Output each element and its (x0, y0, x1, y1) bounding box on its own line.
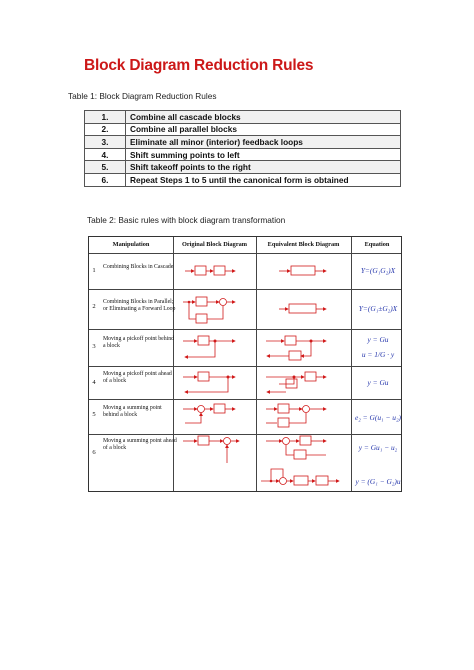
row-divider (89, 289, 401, 290)
table-row: 3.Eliminate all minor (interior) feedbac… (84, 135, 401, 149)
row-divider (89, 253, 401, 254)
rules-table: 1.Combine all cascade blocks 2.Combine a… (84, 110, 401, 187)
row-text: Combine all parallel blocks (125, 122, 401, 137)
row-divider (89, 434, 401, 435)
rule-description: Moving a summing point ahead of a block (103, 438, 177, 451)
equation-6a: y = Gu₁ − u₂ (358, 443, 398, 452)
row-text: Eliminate all minor (interior) feedback … (125, 135, 401, 149)
row-number: 6. (84, 172, 126, 187)
row-number: 5. (84, 160, 126, 174)
column-divider (173, 237, 174, 491)
equation-2: Y=(G₁±G₂)X (358, 304, 398, 313)
equation-3b: u = 1/G · y (361, 350, 395, 359)
rule-description: Combining Blocks in Parallel; or Elimina… (103, 299, 176, 312)
rule-number: 6 (92, 449, 96, 456)
equation-1: Y=(G₁G₂)X (360, 266, 396, 275)
rule-description: Combining Blocks in Cascade (103, 264, 174, 270)
row-number: 4. (84, 147, 126, 162)
row-divider (89, 329, 401, 330)
row-text: Combine all cascade blocks (125, 110, 401, 124)
equation-5: e₂ = G(u₁ − u₂) (354, 413, 401, 422)
equation-3a: y = Gu (367, 335, 389, 344)
column-divider (256, 237, 257, 491)
column-divider (351, 237, 352, 491)
transformation-table: Manipulation Original Block Diagram Equi… (88, 236, 402, 492)
row-number: 1. (84, 110, 126, 124)
table-row: 1.Combine all cascade blocks (84, 110, 401, 124)
row-number: 2. (84, 122, 126, 137)
equation-4: y = Gu (367, 378, 389, 387)
rule-number: 1 (92, 267, 96, 274)
header-manipulation: Manipulation (112, 241, 150, 248)
block-diagrams (183, 265, 340, 486)
header-equivalent-diagram: Equivalent Block Diagram (267, 241, 340, 248)
row-text: Repeat Steps 1 to 5 until the canonical … (125, 172, 401, 187)
table2-caption: Table 2: Basic rules with block diagram … (87, 215, 286, 225)
table-row: 6.Repeat Steps 1 to 5 until the canonica… (84, 172, 401, 187)
table-row: 5.Shift takeoff points to the right (84, 160, 401, 174)
header-original-diagram: Original Block Diagram (181, 241, 248, 248)
rule-number: 4 (92, 379, 96, 386)
page-title: Block Diagram Reduction Rules (84, 57, 314, 74)
row-divider (89, 399, 401, 400)
rule-description: Moving a pickoff point behind a block (103, 336, 175, 349)
table1-caption: Table 1: Block Diagram Reduction Rules (68, 91, 217, 101)
rule-description: Moving a pickoff point ahead of a block (103, 371, 172, 384)
table-row: 4.Shift summing points to left (84, 147, 401, 162)
row-text: Shift takeoff points to the right (125, 160, 401, 174)
row-text: Shift summing points to left (125, 147, 401, 162)
equation-6b: y = (G₁ − G₂)u (355, 477, 401, 486)
table-row: 2.Combine all parallel blocks (84, 122, 401, 137)
header-equation: Equation (364, 241, 390, 248)
rule-number: 5 (92, 411, 96, 418)
rule-number: 2 (92, 303, 96, 310)
rule-number: 3 (92, 343, 96, 350)
rule-description: Moving a summing point behind a block (103, 405, 162, 418)
row-divider (89, 366, 401, 367)
row-number: 3. (84, 135, 126, 149)
